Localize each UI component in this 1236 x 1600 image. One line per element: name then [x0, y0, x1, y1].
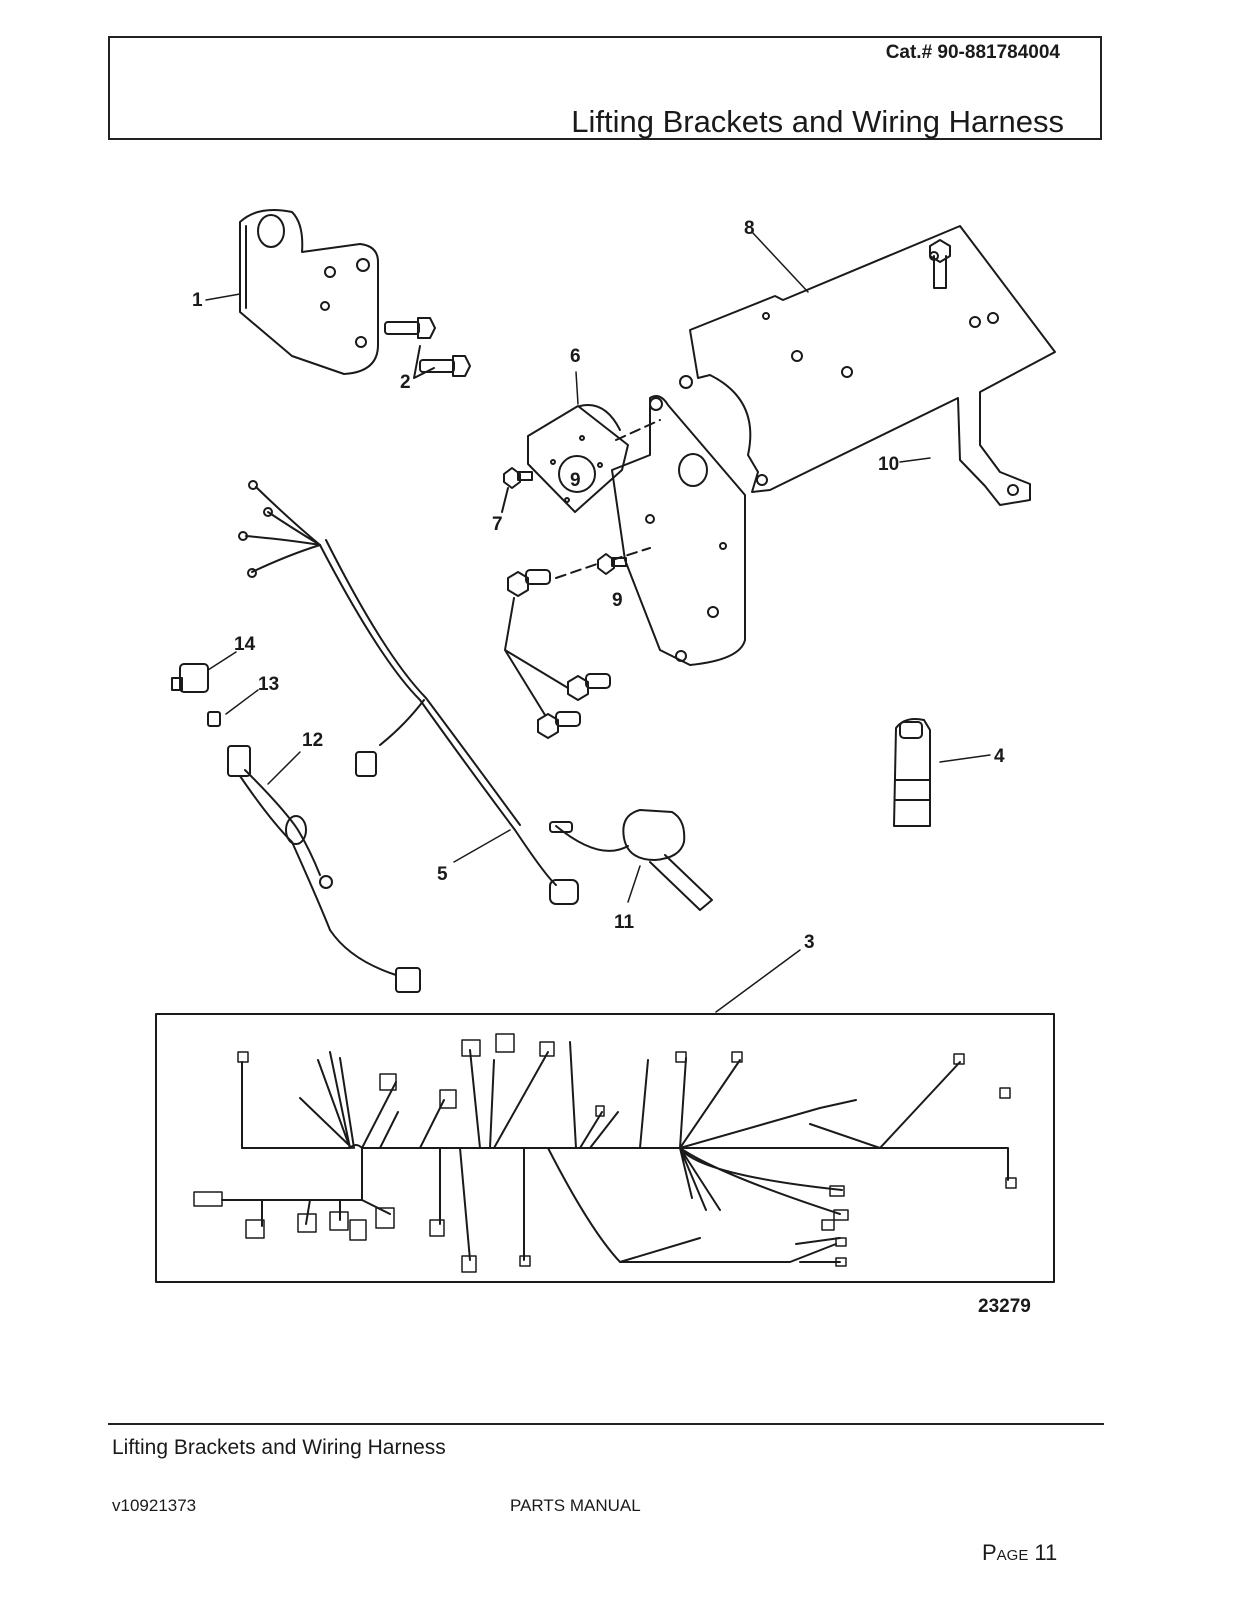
callout-14: 14 [234, 634, 256, 655]
figure-number: 23279 [978, 1296, 1031, 1317]
terminal-parts-13-14 [171, 663, 221, 727]
page-title: Lifting Brackets and Wiring Harness [571, 104, 1064, 139]
callout-5: 5 [437, 864, 448, 885]
callout-6: 6 [570, 346, 581, 367]
callout-11: 11 [614, 912, 635, 933]
header-box: Cat.# 90-881784004 Lifting Brackets and … [108, 36, 1102, 140]
callout-9a: 9 [570, 470, 581, 491]
bolts-part-2 [384, 317, 471, 379]
version-label: v10921373 [112, 1496, 197, 1515]
bolts-part-9 [504, 419, 661, 739]
main-harness [221, 1041, 1009, 1263]
manual-label: PARTS MANUAL [510, 1496, 641, 1515]
callout-12: 12 [302, 730, 323, 751]
callout-8: 8 [744, 218, 755, 239]
footer-section-title: Lifting Brackets and Wiring Harness [112, 1436, 446, 1459]
callout-10: 10 [878, 454, 899, 475]
harness-part-5 [238, 480, 579, 905]
callout-13: 13 [258, 674, 279, 695]
mounting-plate-part-8 [679, 225, 1056, 506]
callout-7: 7 [492, 514, 503, 535]
callout-9b: 9 [612, 590, 623, 611]
catalog-number: Cat.# 90-881784004 [885, 42, 1060, 63]
footer-divider [108, 1423, 1104, 1425]
bolt-part-10 [929, 239, 951, 289]
sensor-plate-part-6 [527, 404, 629, 513]
connector-part-4 [893, 718, 931, 827]
leader-lines [205, 231, 991, 1013]
callout-3: 3 [804, 932, 815, 953]
callout-1: 1 [192, 290, 203, 311]
small-bolt-part-7 [501, 467, 533, 513]
parts-diagram: 1 2 3 4 5 6 7 8 9 9 10 11 12 13 14 [155, 209, 1056, 1283]
harness-frame-part-3 [155, 1013, 1055, 1283]
lifting-bracket-part-1 [239, 209, 379, 375]
page-label: Page [982, 1540, 1029, 1565]
callout-2: 2 [400, 372, 411, 393]
lower-bracket [611, 395, 746, 666]
sensor-part-11 [549, 809, 713, 911]
callout-4: 4 [994, 746, 1005, 767]
harness-connectors [193, 1033, 1017, 1273]
page-number-value: 11 [1034, 1540, 1058, 1565]
pigtail-part-12 [227, 745, 421, 993]
